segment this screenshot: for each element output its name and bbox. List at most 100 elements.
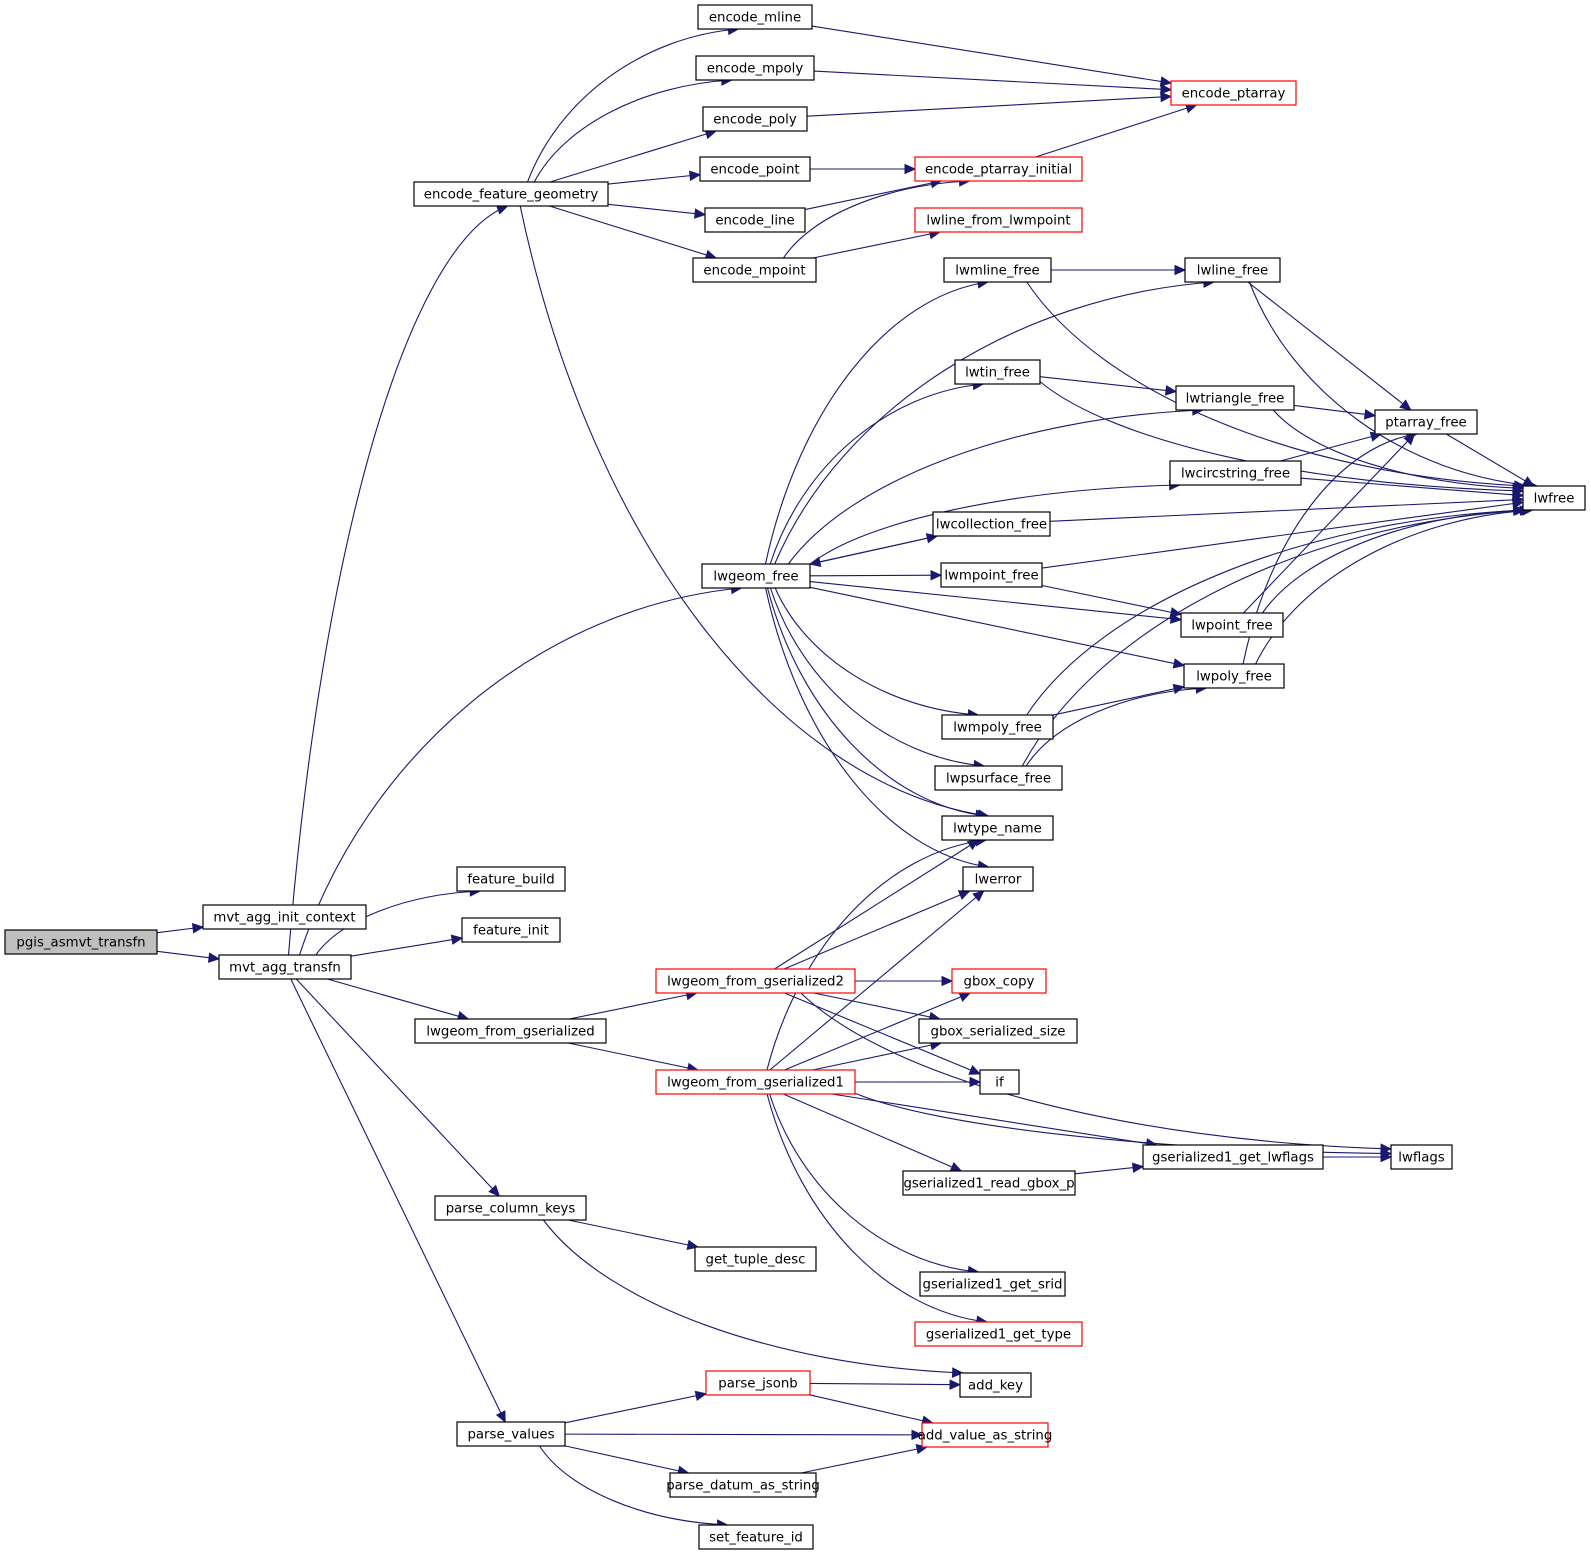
- edge-lwtin_free-to-lwtriangle_free: [1039, 376, 1178, 396]
- node-encode-ptarray[interactable]: encode_ptarray: [1170, 80, 1297, 106]
- edge-pgis_asmvt_transfn-to-mvt_agg_transfn: [156, 950, 221, 963]
- arrowhead-icon: [972, 890, 985, 902]
- edge-parse_values-to-add_value_as_string: [564, 1429, 924, 1441]
- edge-lwline_free-to-ptarray_free: [1247, 281, 1412, 411]
- node-lwcircstring-free[interactable]: lwcircstring_free: [1169, 460, 1302, 486]
- edge-lwmpoint_free-to-lwfree: [1041, 498, 1525, 569]
- node-box: [456, 1421, 566, 1447]
- node-set-feature-id[interactable]: set_feature_id: [698, 1524, 814, 1550]
- node-feature-init[interactable]: feature_init: [461, 917, 561, 943]
- node-lwmline-free[interactable]: lwmline_free: [943, 257, 1052, 283]
- node-gserialized1-read-gbox-p[interactable]: gserialized1_read_gbox_p: [902, 1170, 1076, 1196]
- node-gserialized1-get-type[interactable]: gserialized1_get_type: [914, 1321, 1083, 1347]
- node-label: encode_line: [715, 214, 794, 229]
- edge-line: [1272, 409, 1524, 489]
- node-add-key[interactable]: add_key: [959, 1372, 1032, 1398]
- node-lwgeom-from-gserialized[interactable]: lwgeom_from_gserialized: [414, 1018, 607, 1044]
- edge-line: [806, 95, 1172, 117]
- arrowhead-icon: [1363, 409, 1377, 420]
- node-encode-mpoly[interactable]: encode_mpoly: [695, 55, 815, 81]
- node-label: lwgeom_from_gserialized: [426, 1025, 594, 1040]
- node-lwgeom-from-gserialized1[interactable]: lwgeom_from_gserialized1: [655, 1069, 856, 1095]
- edge-line: [769, 1093, 979, 1273]
- arrowhead-icon: [1164, 385, 1178, 396]
- node-lwtin-free[interactable]: lwtin_free: [954, 359, 1041, 385]
- node-if[interactable]: if: [979, 1069, 1020, 1095]
- node-gbox-serialized-size[interactable]: gbox_serialized_size: [918, 1018, 1078, 1044]
- edge-line: [784, 992, 981, 1075]
- node-get-tuple-desc[interactable]: get_tuple_desc: [694, 1246, 817, 1272]
- node-lwmpoint-free[interactable]: lwmpoint_free: [940, 562, 1043, 588]
- node-encode-poly[interactable]: encode_poly: [702, 106, 808, 132]
- node-box: [697, 4, 813, 30]
- edge-gserialized1_read_gbox_p-to-gserialized1_get_lwflags: [1074, 1162, 1145, 1175]
- edge-mvt_agg_transfn-to-parse_values: [290, 978, 506, 1424]
- node-gserialized1-get-lwflags[interactable]: gserialized1_get_lwflags: [1142, 1144, 1324, 1170]
- node-label: lwcircstring_free: [1181, 467, 1290, 482]
- node-gbox-copy[interactable]: gbox_copy: [951, 968, 1047, 994]
- node-encode-mline[interactable]: encode_mline: [697, 4, 813, 30]
- node-encode-feature-geometry[interactable]: encode_feature_geometry: [413, 181, 609, 207]
- node-box: [932, 511, 1051, 537]
- edge-line: [1293, 404, 1376, 417]
- edge-lwmpoint_free-to-lwpoint_free: [1041, 584, 1183, 618]
- arrowhead-icon: [694, 208, 707, 219]
- node-mvt-agg-transfn[interactable]: mvt_agg_transfn: [218, 954, 352, 980]
- edge-encode_line-to-encode_ptarray_initial: [804, 177, 943, 211]
- edge-line: [809, 574, 942, 577]
- node-ptarray-free[interactable]: ptarray_free: [1374, 409, 1478, 435]
- node-add-value-as-string[interactable]: add_value_as_string: [918, 1422, 1053, 1448]
- node-label: pgis_asmvt_transfn: [16, 936, 145, 951]
- node-lwpoint-free[interactable]: lwpoint_free: [1180, 612, 1284, 638]
- node-lwflags[interactable]: lwflags: [1390, 1144, 1453, 1170]
- node-parse-jsonb[interactable]: parse_jsonb: [705, 1370, 811, 1396]
- node-lwline-free[interactable]: lwline_free: [1184, 257, 1281, 283]
- node-label: feature_build: [467, 873, 554, 888]
- node-lwgeom-free[interactable]: lwgeom_free: [701, 563, 811, 589]
- edge-line: [813, 70, 1172, 91]
- node-parse-column-keys[interactable]: parse_column_keys: [434, 1195, 587, 1221]
- node-lwerror[interactable]: lwerror: [962, 866, 1034, 892]
- node-label: parse_column_keys: [446, 1202, 576, 1217]
- node-feature-build[interactable]: feature_build: [456, 866, 566, 892]
- node-label: lwtype_name: [953, 822, 1042, 837]
- node-label: gserialized1_get_srid: [923, 1278, 1063, 1293]
- edge-parse_column_keys-to-get_tuple_desc: [568, 1219, 700, 1251]
- node-lwline-from-lwmpoint[interactable]: lwline_from_lwmpoint: [914, 207, 1083, 233]
- node-lwmpoly-free[interactable]: lwmpoly_free: [941, 714, 1054, 740]
- node-lwpoly-free[interactable]: lwpoly_free: [1183, 663, 1285, 689]
- node-parse-datum-as-string[interactable]: parse_datum_as_string: [666, 1472, 820, 1498]
- edge-line: [1300, 477, 1524, 497]
- arrowhead-icon: [949, 1161, 963, 1172]
- node-lwgeom-from-gserialized2[interactable]: lwgeom_from_gserialized2: [655, 968, 856, 994]
- node-mvt-agg-init-context[interactable]: mvt_agg_init_context: [202, 904, 367, 930]
- node-label: encode_ptarray_initial: [925, 163, 1072, 178]
- node-label: lwline_from_lwmpoint: [926, 214, 1070, 229]
- node-encode-point[interactable]: encode_point: [699, 156, 811, 182]
- node-parse-values[interactable]: parse_values: [456, 1421, 566, 1447]
- node-lwfree[interactable]: lwfree: [1522, 485, 1586, 511]
- node-label: encode_poly: [713, 113, 797, 128]
- edge-line: [831, 1093, 1157, 1146]
- node-box: [655, 1069, 856, 1095]
- edge-lwgeom_free-to-lwpsurface_free: [769, 587, 986, 771]
- edge-lwgeom_free-to-lwmpoint_free: [809, 569, 943, 581]
- node-label: lwgeom_from_gserialized2: [667, 975, 844, 990]
- node-gserialized1-get-srid[interactable]: gserialized1_get_srid: [919, 1271, 1066, 1297]
- node-label: parse_values: [467, 1428, 554, 1443]
- node-encode-mpoint[interactable]: encode_mpoint: [692, 257, 817, 283]
- node-lwtriangle-free[interactable]: lwtriangle_free: [1175, 385, 1295, 411]
- node-lwtype-name[interactable]: lwtype_name: [941, 815, 1054, 841]
- edge-lwgeom_from_gserialized-to-lwgeom_from_gserialized2: [569, 989, 698, 1020]
- edge-line: [766, 1093, 987, 1323]
- edge-lwtriangle_free-to-lwfree: [1272, 409, 1525, 494]
- node-lwcollection-free[interactable]: lwcollection_free: [932, 511, 1051, 537]
- node-encode-ptarray-initial[interactable]: encode_ptarray_initial: [914, 156, 1083, 182]
- edge-line: [327, 978, 469, 1020]
- arrowhead-icon: [1132, 1162, 1145, 1173]
- edge-line: [1026, 281, 1525, 487]
- node-lwpsurface-free[interactable]: lwpsurface_free: [934, 765, 1063, 791]
- edge-lwgeom_from_gserialized2-to-lwtype_name: [774, 839, 980, 970]
- node-encode-line[interactable]: encode_line: [704, 207, 806, 233]
- edge-line: [809, 581, 1182, 621]
